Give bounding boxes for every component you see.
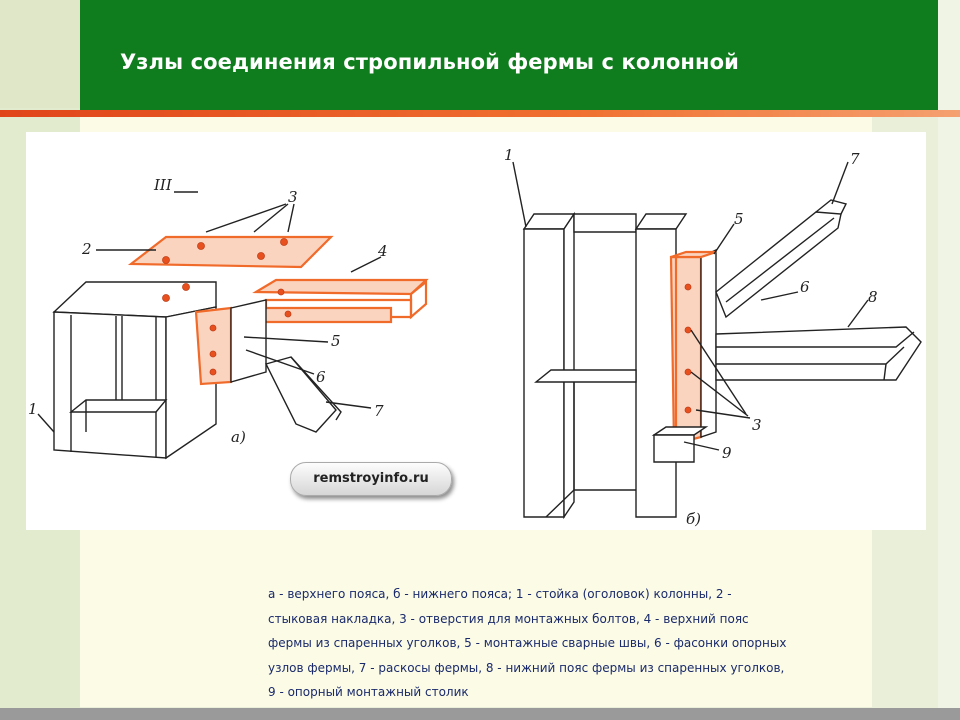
column-flange-right	[635, 228, 677, 518]
column-web	[573, 213, 637, 233]
label-7-left: 7	[374, 402, 384, 420]
label-3-right: 3	[752, 416, 762, 434]
caption-b: б)	[686, 510, 701, 528]
slide-title: Узлы соединения стропильной фермы с коло…	[120, 50, 739, 74]
label-roman-iii: III	[153, 176, 173, 194]
left-decor-strip-top	[0, 0, 80, 108]
label-6-left: 6	[316, 368, 326, 386]
label-1-left: 1	[28, 400, 38, 418]
drawing-b: 1 5 7 6 8 3 9 б)	[504, 146, 922, 528]
technical-drawing: .ln { stroke: #222; stroke-width: 1.4; f…	[26, 132, 926, 530]
top-chord-upper	[252, 278, 429, 296]
column-shelf	[69, 399, 168, 413]
watermark-badge: remstroyinfo.ru	[290, 462, 452, 496]
label-3-left: 3	[288, 188, 298, 206]
watermark-text: remstroyinfo.ru	[313, 471, 429, 486]
label-2: 2	[81, 240, 92, 258]
label-4: 4	[377, 242, 388, 260]
accent-line	[0, 110, 960, 117]
right-decor-strip	[938, 0, 960, 720]
bottom-chord	[715, 326, 922, 381]
label-1-right: 1	[504, 146, 514, 164]
figure-caption: а - верхнего пояса, б - нижнего пояса; 1…	[268, 587, 787, 699]
drawing-svg: .ln { stroke: #222; stroke-width: 1.4; f…	[28, 146, 922, 528]
column-flange-top-right	[634, 213, 688, 230]
header-bar	[80, 0, 938, 110]
caption-a: а)	[231, 428, 246, 446]
label-7-right: 7	[850, 150, 860, 168]
brace-b	[715, 211, 842, 319]
label-6-right: 6	[800, 278, 810, 296]
brace	[264, 356, 337, 433]
label-9: 9	[722, 444, 732, 462]
label-5-right: 5	[734, 210, 744, 228]
column-stiffener	[534, 369, 637, 383]
label-5-left: 5	[331, 332, 341, 350]
drawing-a: III 3 2 4 5 6 7 1 а)	[28, 176, 429, 460]
splice-plate	[127, 235, 334, 269]
bottom-bar	[0, 708, 960, 720]
label-8: 8	[868, 288, 878, 306]
